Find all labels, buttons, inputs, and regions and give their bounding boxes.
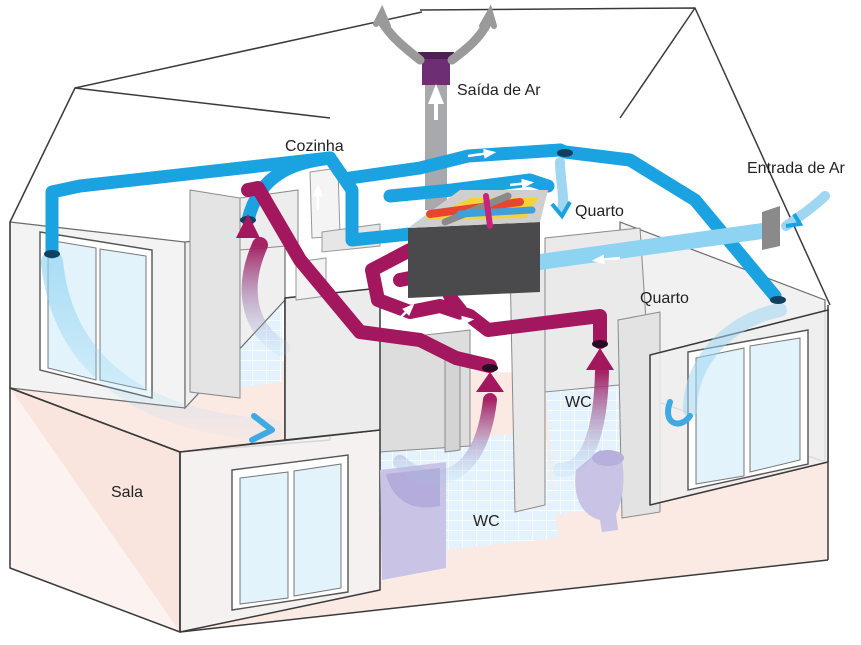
label-exhaust: Saída de Ar	[457, 82, 541, 99]
air-intake-grille	[762, 191, 830, 250]
stale-air-rise-arrows	[236, 214, 614, 392]
label-wc-2: WC	[473, 513, 500, 530]
label-kitchen: Cozinha	[285, 138, 344, 155]
roof-exhaust-arrows	[373, 4, 497, 65]
label-bedroom-1: Quarto	[575, 203, 624, 220]
toilet-icon	[575, 450, 624, 532]
exhaust-duct	[418, 52, 454, 210]
fresh-air-ducts	[45, 143, 782, 303]
window-front	[231, 454, 349, 611]
label-intake: Entrada de Ar	[747, 160, 845, 177]
label-bedroom-2: Quarto	[640, 290, 689, 307]
label-living-room: Sala	[111, 484, 144, 501]
bedroom-supply-flow	[550, 157, 572, 220]
air-flow-sweeps	[41, 237, 787, 485]
heat-recovery-unit	[408, 190, 548, 298]
window-right	[687, 329, 809, 491]
duct-flow-arrows	[313, 148, 621, 326]
label-wc-1: WC	[565, 394, 592, 411]
